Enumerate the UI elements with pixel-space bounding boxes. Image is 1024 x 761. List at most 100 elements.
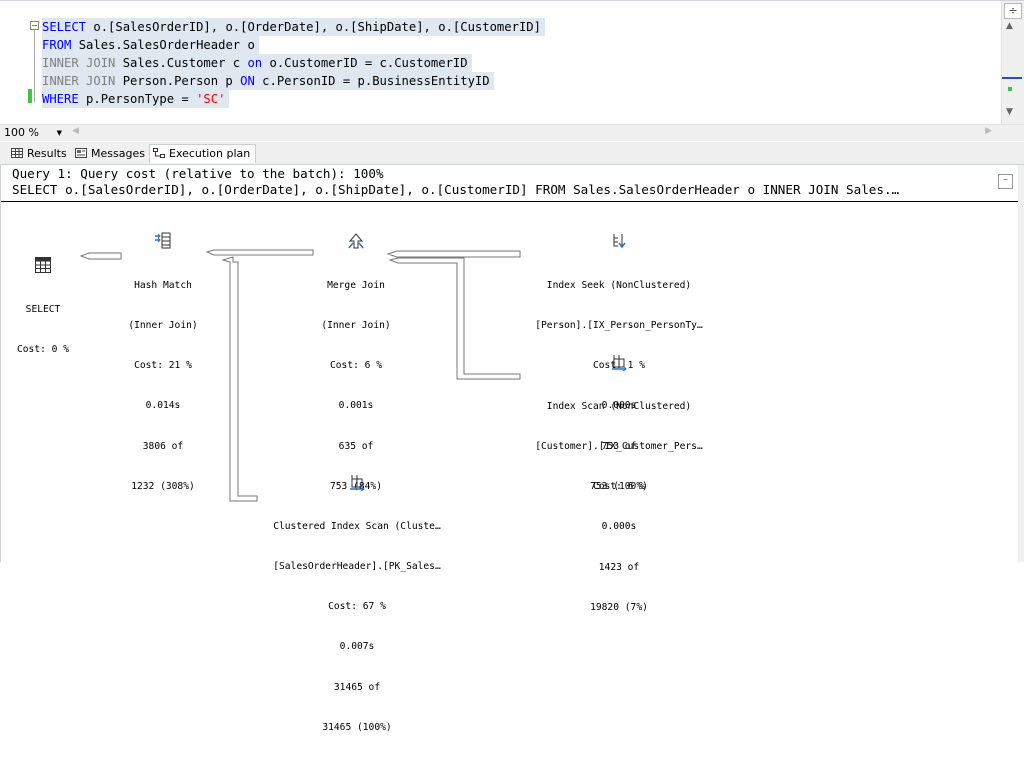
tab-messages[interactable]: Messages: [72, 145, 150, 163]
plan-right-edge: [1018, 165, 1024, 562]
execution-plan-icon: [153, 148, 165, 158]
query-editor[interactable]: − SELECT o.[SalesOrderID], o.[OrderDate]…: [0, 0, 1024, 125]
operator-hash-match[interactable]: Hash Match (Inner Join) Cost: 21 % 0.014…: [111, 205, 215, 520]
grid-icon: [11, 148, 23, 158]
sql-keyword: SELECT: [42, 20, 87, 34]
sql-text: o.[SalesOrderID], o.[OrderDate], o.[Ship…: [86, 20, 541, 34]
change-marker: [1008, 87, 1012, 91]
split-editor-icon[interactable]: ÷: [1004, 3, 1022, 19]
operator-merge-join-line-6: 753 (84%): [330, 480, 382, 492]
arrow-hash-to-select: [79, 252, 122, 260]
operator-select-cost: Cost: 0 %: [17, 343, 69, 355]
messages-icon: [75, 148, 87, 158]
tab-results[interactable]: Results: [8, 145, 72, 163]
operator-hash-match-line-2: (Inner Join): [128, 319, 198, 331]
select-icon: [35, 256, 51, 273]
collapse-plan-icon[interactable]: –: [998, 174, 1013, 189]
operator-clustered-index-scan[interactable]: Clustered Index Scan (Cluste… [SalesOrde…: [255, 446, 459, 761]
scroll-right-icon[interactable]: ▶: [985, 126, 992, 136]
operator-index-scan-line-6: 19820 (7%): [590, 601, 648, 613]
operator-merge-join-line-4: 0.001s: [338, 400, 374, 412]
sql-text: c.PersonID = p.BusinessEntityID: [254, 74, 490, 88]
sql-text: p.PersonType =: [78, 92, 197, 106]
operator-clustered-scan-line-1: Clustered Index Scan (Cluste…: [273, 520, 441, 532]
query-text-header: SELECT o.[SalesOrderID], o.[OrderDate], …: [12, 182, 900, 197]
operator-index-scan-line-5: 1423 of: [598, 561, 640, 573]
index-scan-icon: [612, 354, 627, 371]
operator-index-scan-line-3: Cost: 6 %: [593, 481, 645, 493]
operator-index-scan[interactable]: Index Scan (NonClustered) [Customer].[IX…: [519, 326, 719, 641]
zoom-select[interactable]: 100 % ▼: [4, 125, 64, 141]
sql-text: Sales.SalesOrderHeader o: [71, 38, 255, 52]
sql-text: Person.Person p: [115, 74, 241, 88]
sql-join-keyword: INNER JOIN: [42, 56, 116, 70]
operator-merge-join-line-1: Merge Join: [327, 279, 385, 291]
zoom-value: 100 %: [4, 126, 39, 139]
sql-text: o.CustomerID = c.CustomerID: [262, 56, 468, 70]
operator-clustered-scan-line-6: 31465 (100%): [322, 721, 392, 733]
tab-execution-plan-label: Execution plan: [169, 147, 251, 160]
operator-select[interactable]: SELECT Cost: 0 %: [7, 229, 79, 383]
execution-plan-pane[interactable]: Query 1: Query cost (relative to the bat…: [0, 165, 1019, 733]
tab-results-label: Results: [27, 147, 67, 160]
sql-keyword: WHERE: [42, 92, 79, 106]
operator-index-seek-line-5: 753 of: [601, 440, 637, 452]
plan-connectors: [79, 249, 521, 502]
sql-join-keyword: INNER JOIN: [42, 74, 116, 88]
operator-index-seek-line-6: 753 (100%): [590, 480, 648, 492]
caret-position-marker: [1002, 77, 1022, 79]
arrow-seek-to-merge: [386, 250, 521, 258]
operator-clustered-scan-line-3: Cost: 67 %: [328, 601, 386, 613]
collapse-toggle-icon[interactable]: −: [30, 21, 39, 30]
operator-merge-join-line-2: (Inner Join): [321, 319, 391, 331]
arrow-merge-to-hash: [205, 249, 314, 256]
sql-keyword: ON: [240, 74, 255, 88]
operator-clustered-scan-line-4: 0.007s: [339, 641, 375, 653]
code-line[interactable]: SELECT o.[SalesOrderID], o.[OrderDate], …: [42, 18, 545, 36]
clustered-index-scan-icon: [350, 474, 365, 491]
sql-text: Sales.Customer c: [115, 56, 248, 70]
hash-match-icon: [155, 232, 171, 249]
tab-messages-label: Messages: [91, 147, 145, 160]
operator-index-seek-line-2: [Person].[IX_Person_PersonTy…: [535, 319, 703, 331]
code-line[interactable]: INNER JOIN Person.Person p ON c.PersonID…: [42, 72, 494, 90]
tab-execution-plan[interactable]: Execution plan: [149, 144, 257, 163]
chevron-down-icon[interactable]: ▼: [56, 129, 62, 137]
operator-hash-match-line-5: 3806 of: [142, 440, 184, 452]
results-tabbar: Results Messages Execution plan: [0, 142, 1024, 165]
operator-clustered-scan-line-5: 31465 of: [333, 681, 381, 693]
arrow-scan-to-hash: [221, 256, 258, 502]
code-line[interactable]: WHERE p.PersonType = 'SC': [42, 90, 230, 108]
code-line[interactable]: FROM Sales.SalesOrderHeader o: [42, 36, 259, 54]
sql-string: 'SC': [196, 92, 226, 106]
arrow-indexscan-to-merge: [388, 257, 521, 380]
operator-merge-join[interactable]: Merge Join (Inner Join) Cost: 6 % 0.001s…: [307, 205, 405, 520]
operator-index-seek[interactable]: Index Seek (NonClustered) [Person].[IX_P…: [519, 205, 719, 520]
outline-line: [34, 30, 35, 102]
editor-vertical-scrollbar[interactable]: ÷ ▲ ▼: [1001, 1, 1024, 125]
scroll-left-icon[interactable]: ◀: [72, 126, 79, 136]
operator-hash-match-line-6: 1232 (308%): [131, 480, 195, 492]
operator-index-seek-line-1: Index Seek (NonClustered): [546, 279, 692, 291]
operator-merge-join-line-5: 635 of: [338, 440, 374, 452]
sql-keyword: FROM: [42, 38, 72, 52]
scroll-up-icon[interactable]: ▲: [1006, 21, 1013, 31]
operator-hash-match-line-3: Cost: 21 %: [134, 360, 192, 372]
operator-index-seek-line-3: Cost: 1 %: [593, 360, 645, 372]
operator-index-scan-line-2: [Customer].[IX_Customer_Pers…: [535, 440, 703, 452]
scroll-down-icon[interactable]: ▼: [1006, 107, 1013, 117]
code-line[interactable]: INNER JOIN Sales.Customer c on o.Custome…: [42, 54, 472, 72]
sql-keyword: on: [247, 56, 263, 70]
zoom-bar: 100 % ▼ ◀ ▶: [0, 124, 1024, 141]
query-cost-header: Query 1: Query cost (relative to the bat…: [12, 166, 384, 181]
editor-gutter: [0, 1, 26, 125]
merge-join-icon: [348, 233, 364, 249]
changed-line-marker: [28, 89, 32, 103]
operator-index-scan-line-4: 0.000s: [601, 521, 637, 533]
header-divider: [1, 201, 1019, 202]
operator-index-scan-line-1: Index Scan (NonClustered): [546, 400, 692, 412]
operator-merge-join-line-3: Cost: 6 %: [330, 360, 382, 372]
operator-select-name: SELECT: [25, 303, 61, 315]
operator-hash-match-line-1: Hash Match: [134, 279, 192, 291]
operator-index-seek-line-4: 0.000s: [601, 400, 637, 412]
